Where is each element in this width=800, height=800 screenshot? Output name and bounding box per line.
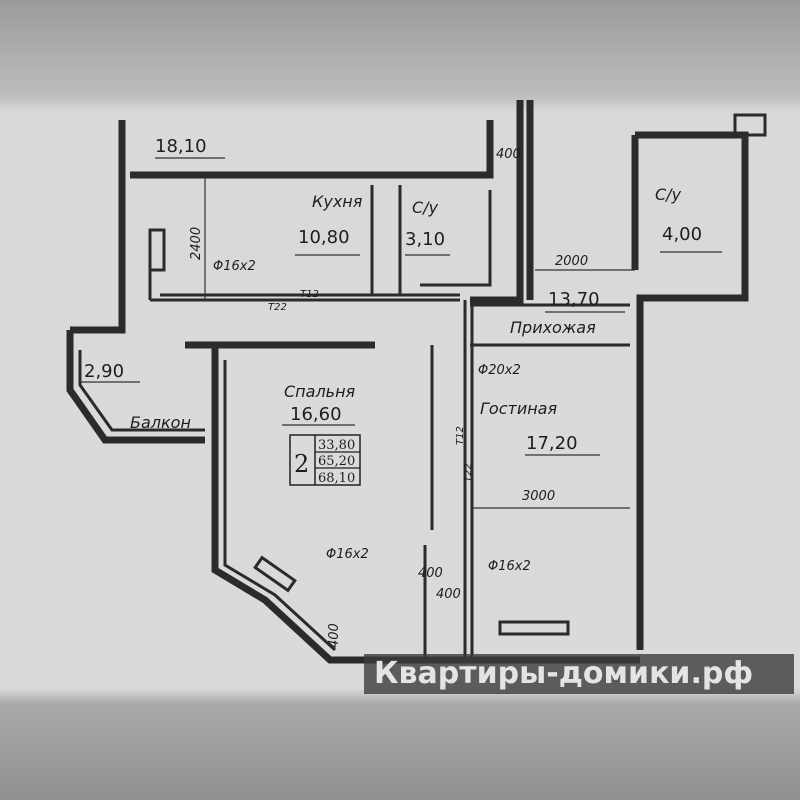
dimension-lines: [80, 157, 722, 509]
dimension-400-top: 400: [496, 147, 521, 162]
balcony-label: Балкон: [130, 413, 191, 432]
dimension-3000: 3000: [522, 489, 555, 504]
room-area-top-left: 18,10: [155, 136, 207, 157]
bedroom-label: Спальня: [284, 382, 356, 401]
bathroom-2-label: С/у: [655, 185, 682, 204]
walls: [66, 100, 767, 664]
dimension-400-a: 400: [418, 566, 443, 581]
hallway-area: 13,70: [548, 289, 600, 310]
pipe-label-20: Φ20x2: [478, 363, 521, 378]
hallway-label: Прихожая: [510, 318, 596, 337]
total-area: 65,20: [318, 454, 355, 469]
area-summary-table: 2 33,80 65,20 68,10: [289, 434, 361, 486]
pipe-label-living: Φ16x2: [488, 559, 531, 574]
balcony-area: 2,90: [84, 361, 124, 382]
watermark: Квартиры-домики.рф: [364, 654, 794, 694]
bathroom-1-label: С/у: [412, 198, 439, 217]
dimension-2400: 2400: [189, 227, 204, 260]
bathroom-2-area: 4,00: [662, 224, 702, 245]
total-with-balcony: 68,10: [318, 471, 355, 486]
pipe-t22-horizontal: T22: [268, 302, 287, 313]
pipe-t22-vertical: T22: [463, 463, 474, 482]
pipe-label-kitchen: Φ16x2: [213, 259, 256, 274]
bathroom-1-area: 3,10: [405, 229, 445, 250]
living-room-area: 17,20: [526, 433, 578, 454]
pipe-label-bedroom: Φ16x2: [326, 547, 369, 562]
kitchen-area: 10,80: [298, 227, 350, 248]
dimension-400-c: 400: [327, 623, 342, 648]
dimension-400-b: 400: [436, 587, 461, 602]
dimension-2000: 2000: [555, 254, 588, 269]
pipe-t12-vertical: T12: [455, 426, 466, 445]
living-area: 33,80: [318, 438, 355, 453]
living-room-label: Гостиная: [480, 399, 557, 418]
kitchen-label: Кухня: [312, 192, 363, 211]
rooms-count: 2: [294, 450, 309, 478]
pipe-t12-horizontal: T12: [300, 289, 319, 300]
bedroom-area: 16,60: [290, 404, 342, 425]
